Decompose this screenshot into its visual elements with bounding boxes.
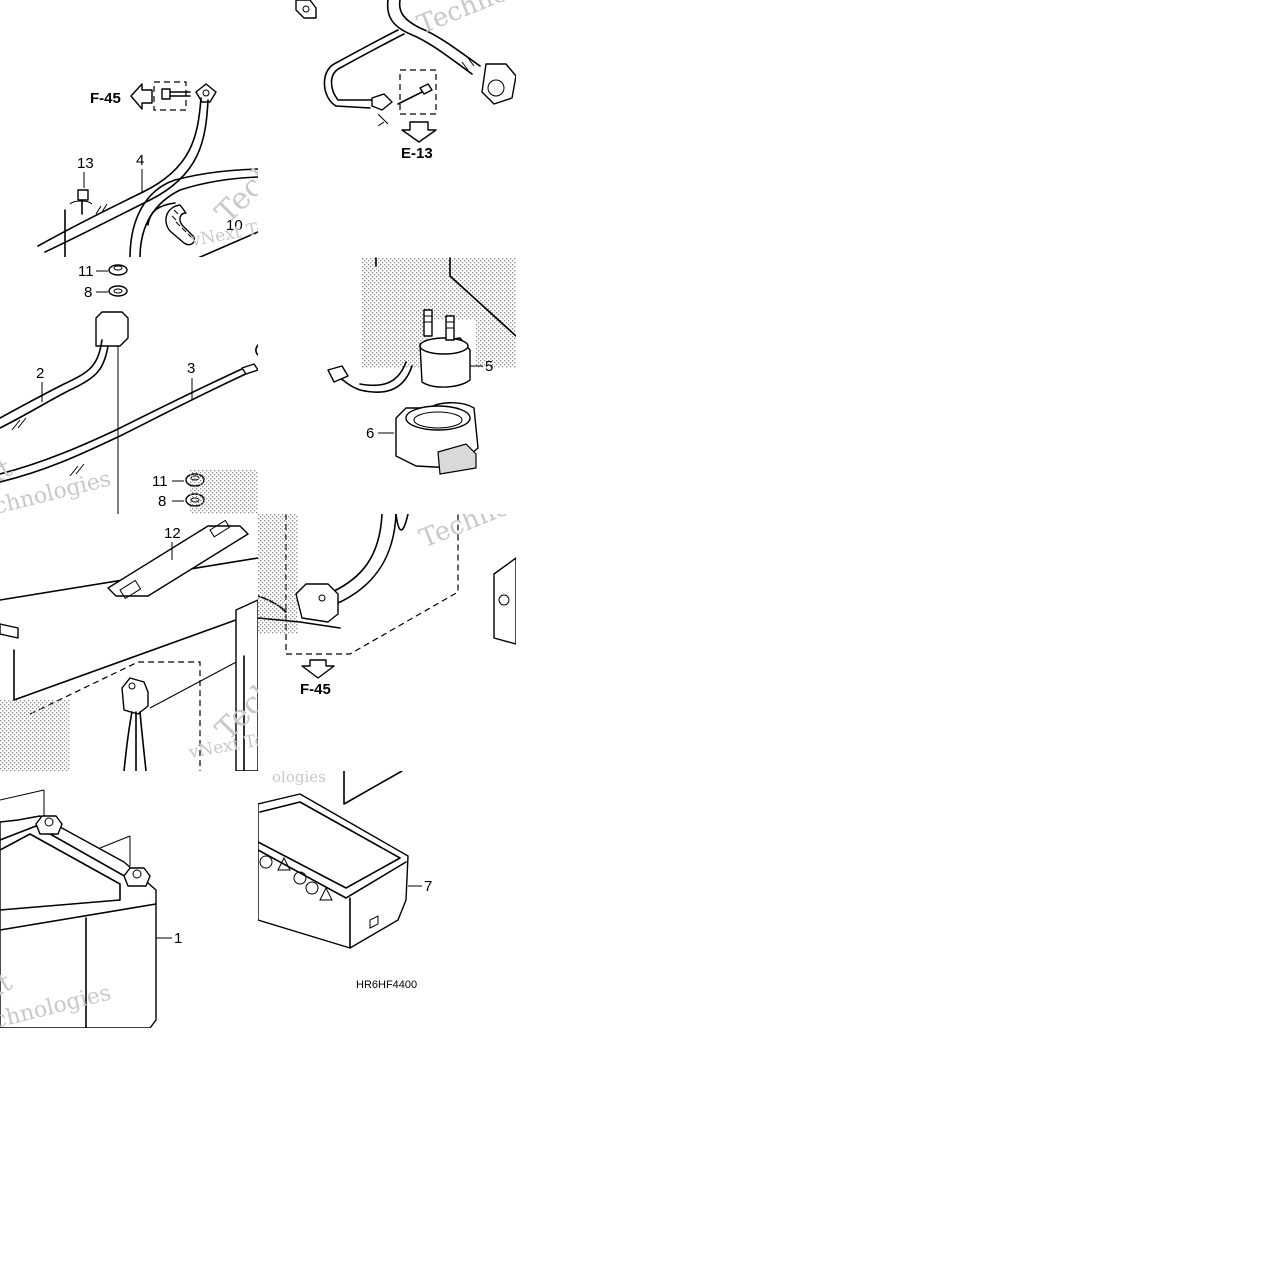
callout-5: 5 [485,358,493,375]
callout-7: 7 [424,878,432,895]
battery-case [258,793,409,949]
terminal-cover [121,677,149,715]
tile-bottom-left: 1 xt chnologies [0,789,182,1028]
callout-9: 9 [268,289,276,306]
front-label: FR. [286,172,315,199]
washer-8-icon [108,285,128,297]
callout-1: 1 [174,930,182,947]
cable-tie [95,203,108,215]
battery-band [107,525,249,597]
watermark: Techno [209,646,311,748]
bracket-part [295,0,317,19]
battery-terminal [123,867,151,887]
callout-12: 12 [164,525,181,542]
callout-3: 3 [187,360,195,377]
callout-13: 13 [77,155,94,172]
callout-11: 11 [152,473,168,490]
callout-4: 4 [136,152,144,169]
callout-11: 11 [78,263,94,280]
terminal-cover [95,311,129,347]
grommet-9-icon [264,320,282,340]
cable-terminal [195,83,217,103]
front-direction-arrow-icon [262,190,305,215]
tile-top-right: E-13 Techno [295,0,516,162]
hose-fitting [481,63,516,105]
tile-mid-left: 11 8 2 3 11 8 9 [0,254,324,520]
bolt-head-icon [161,88,171,100]
arrow-down-icon [301,659,335,679]
battery [0,815,157,1028]
diagram-code: HR6HF4400 [356,979,417,991]
ref-label-e13: E-13 [401,145,433,162]
callout-8: 8 [158,493,166,510]
watermark: xt [0,453,18,492]
cable-clamp [165,204,196,246]
tile-mid-right: 5 6 [327,257,516,475]
cable-terminal [371,93,393,111]
callout-10: 10 [226,217,243,234]
bolt-box [399,69,437,115]
arrow-left-icon [130,83,153,110]
callout-6: 6 [366,425,374,442]
watermark: Techno [415,491,514,554]
tile-bottom-right: 7 HR6HF4400 ologies [258,768,432,991]
terminal-cover [295,583,339,623]
tile-top-left: F-45 FR. 13 4 10 vNext Te Techn [37,81,315,257]
watermark: ologies [270,254,324,272]
watermark: Techno [413,0,512,40]
ref-label-f45: F-45 [300,681,331,698]
watermark: chnologies [0,467,114,520]
watermark: ologies [272,768,326,786]
ref-label-f45: F-45 [90,90,121,107]
connector-icon [327,365,349,383]
callout-8: 8 [84,284,92,301]
arrow-down-icon [401,121,437,143]
tile-lower-right: F-45 Techno [258,491,516,698]
tile-lower-left: 12 vNext Te Techno [0,519,311,771]
battery-terminal [35,815,63,835]
callout-2: 2 [36,365,44,382]
bolt-13-icon [77,189,89,201]
relay-terminal-post [423,309,433,337]
